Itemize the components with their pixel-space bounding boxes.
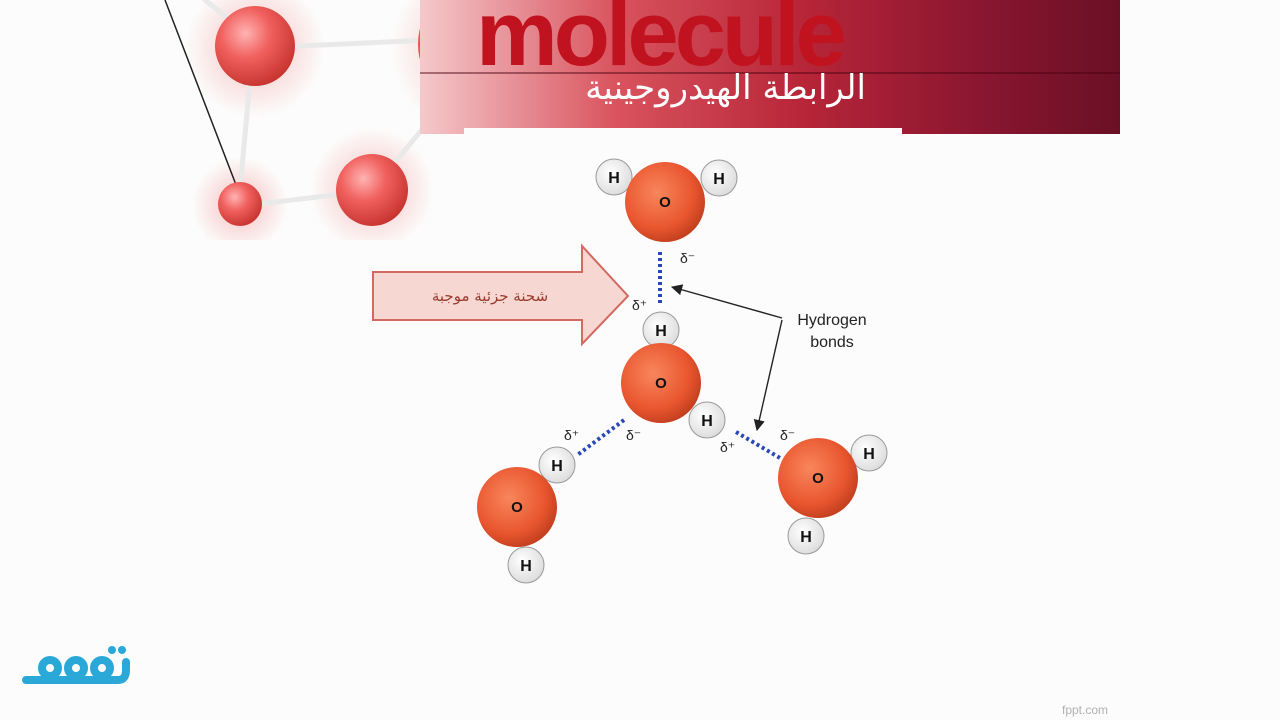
oxygen-atom: [621, 343, 701, 423]
annotation-arrow-bottom: [753, 319, 783, 432]
hydrogen-label: H: [701, 413, 713, 430]
hydrogen-atom: [538, 446, 576, 484]
annotation-hydrogen: Hydrogen: [797, 312, 866, 329]
delta-plus-top: δ⁺: [632, 297, 647, 313]
hydrogen-label: H: [800, 529, 812, 546]
water-molecule-right: H H O: [778, 434, 888, 555]
hydrogen-label: H: [655, 323, 667, 340]
delta-plus-left: δ⁺: [564, 427, 579, 443]
hydrogen-bond-diagram: شحنة جزئية موجبة Hydrogen bonds H H O δ⁻…: [372, 158, 888, 584]
hydrogen-label: H: [551, 458, 563, 475]
oxygen-label: O: [655, 375, 667, 392]
title-banner: molecule: [420, 0, 1120, 134]
hydrogen-atom: [595, 158, 633, 196]
hydrogen-label: H: [608, 170, 620, 187]
oxygen-atom: [778, 438, 858, 518]
hydrogen-label: H: [520, 558, 532, 575]
hydrogen-label: H: [863, 446, 875, 463]
water-molecule-left: H H O: [477, 446, 576, 584]
banner-word: molecule: [476, 0, 847, 85]
hydrogen-label: H: [713, 171, 725, 188]
delta-plus-center-right: δ⁺: [720, 439, 735, 455]
delta-minus-right: δ⁻: [780, 427, 795, 443]
hydrogen-atom: [507, 546, 545, 584]
annotation-arrow-top: [670, 284, 783, 319]
hydrogen-bond-left: [574, 418, 626, 458]
hydrogen-atom: [850, 434, 888, 472]
banner-divider: [420, 72, 1120, 74]
hydrogen-bond-right: [734, 430, 782, 460]
oxygen-atom: [477, 467, 557, 547]
oxygen-label: O: [812, 470, 824, 487]
oxygen-label: O: [659, 194, 671, 211]
nafham-logo-icon[interactable]: [20, 640, 132, 690]
annotation-bonds: bonds: [810, 334, 854, 351]
hydrogen-atom: [700, 159, 738, 197]
delta-minus-center-left: δ⁻: [626, 427, 641, 443]
oxygen-atom: [625, 162, 705, 242]
delta-minus-top: δ⁻: [680, 250, 695, 266]
oxygen-label: O: [511, 499, 523, 516]
water-molecule-center: H H O: [621, 311, 726, 439]
hydrogen-atom: [787, 517, 825, 555]
partial-charge-arrow: [372, 243, 630, 347]
water-molecule-top: H H O: [595, 158, 738, 242]
hydrogen-atom: [688, 401, 726, 439]
footer-credit[interactable]: fppt.com: [1062, 703, 1109, 717]
partial-charge-arrow-label: شحنة جزئية موجبة: [432, 287, 548, 305]
slide-title: الرابطة الهيدروجينية: [585, 68, 866, 108]
